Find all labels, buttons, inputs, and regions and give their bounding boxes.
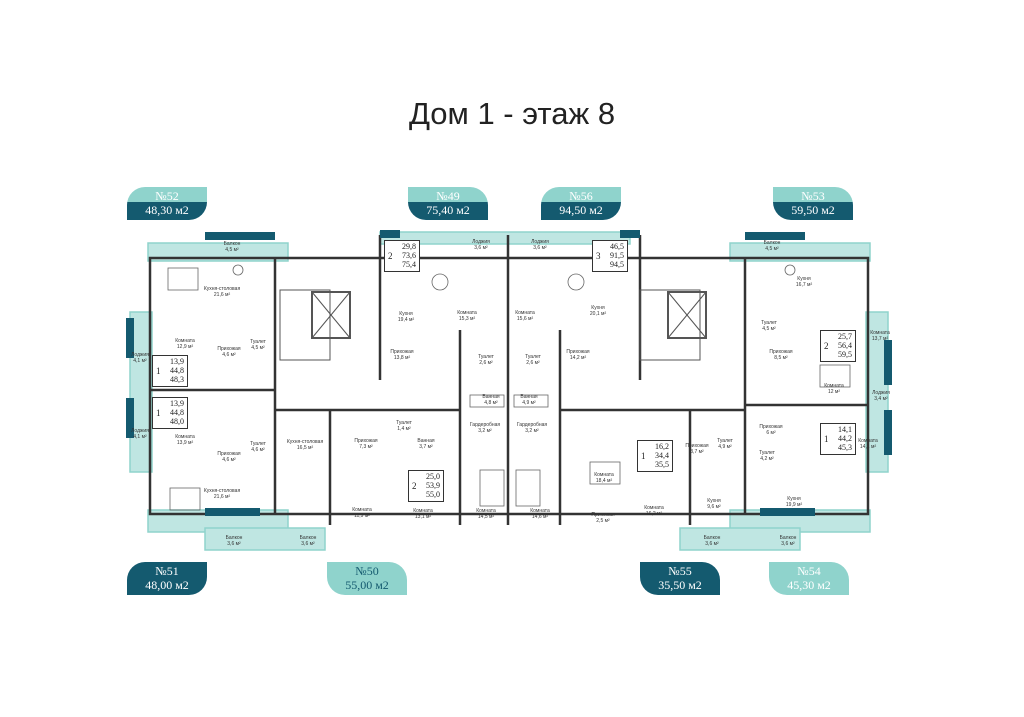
page-title: Дом 1 - этаж 8 <box>408 96 616 131</box>
